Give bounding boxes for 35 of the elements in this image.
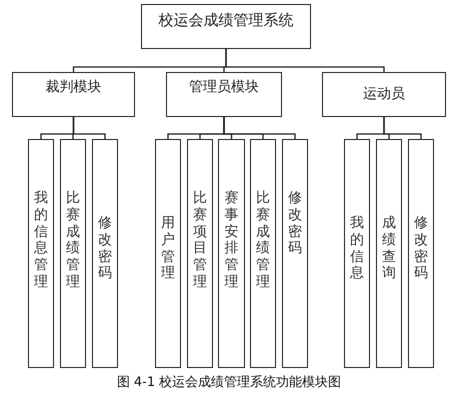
function-box — [376, 139, 402, 368]
connector-line — [225, 49, 385, 72]
module-label: 管理员模块 — [189, 78, 259, 96]
function-label: 赛事安排管理 — [224, 190, 238, 291]
module-label: 运动员 — [363, 85, 405, 103]
function-label: 成绩查询 — [382, 215, 396, 282]
figure-caption: 图 4-1 校运会成绩管理系统功能模块图 — [116, 374, 342, 391]
function-label: 修改密码 — [98, 215, 112, 282]
function-label: 我的信息管理 — [34, 190, 48, 291]
connector-line — [383, 117, 422, 139]
module-label: 校运会成绩管理系统 — [158, 11, 294, 30]
function-label: 修改密码 — [414, 215, 428, 282]
module-box — [12, 72, 135, 117]
function-label: 比赛项目管理 — [193, 190, 207, 291]
function-box — [155, 139, 181, 368]
function-box — [344, 139, 370, 368]
connector-line — [223, 117, 296, 139]
function-label: 比赛成绩管理 — [66, 190, 80, 291]
module-box — [322, 72, 446, 117]
function-box — [187, 139, 213, 368]
function-label: 我的信息 — [350, 215, 364, 282]
function-box — [218, 139, 245, 368]
function-box — [28, 139, 54, 368]
system-box — [141, 4, 311, 49]
function-label: 比赛成绩管理 — [256, 190, 270, 291]
function-box — [60, 139, 86, 368]
module-label: 裁判模块 — [46, 78, 102, 96]
function-box — [92, 139, 118, 368]
function-label: 修改密码 — [288, 190, 302, 258]
function-box — [282, 139, 308, 368]
function-label: 用户管理 — [161, 215, 175, 282]
function-box — [408, 139, 434, 368]
module-box — [166, 72, 282, 117]
connector-line — [72, 117, 106, 139]
function-box — [250, 139, 276, 368]
